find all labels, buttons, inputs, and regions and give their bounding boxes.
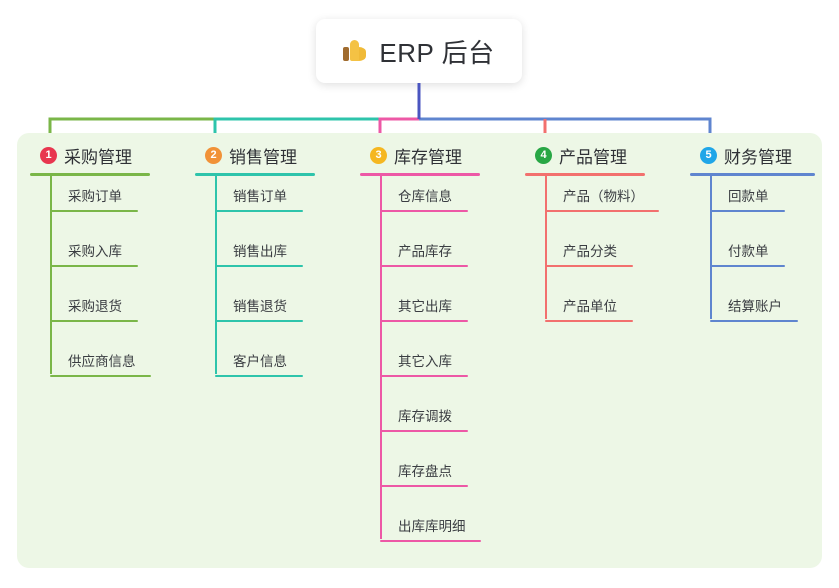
column-rule-1 xyxy=(30,173,150,176)
leaf-label: 付款单 xyxy=(728,244,769,259)
leaf-label: 销售订单 xyxy=(233,189,287,204)
leaf-item[interactable]: 采购退货 xyxy=(50,294,138,327)
leaf-label: 采购订单 xyxy=(68,189,122,204)
leaf-rule xyxy=(380,375,468,377)
leaf-rule xyxy=(380,210,468,212)
leaf-item[interactable]: 销售退货 xyxy=(215,294,303,327)
leaf-rule xyxy=(380,320,468,322)
leaf-rule xyxy=(215,265,303,267)
leaf-label: 出库库明细 xyxy=(398,519,466,534)
thumbs-up-icon xyxy=(343,38,369,64)
leaf-label: 其它出库 xyxy=(398,299,452,314)
leaf-rule xyxy=(545,210,659,212)
leaf-label: 结算账户 xyxy=(728,299,782,314)
column-spine-5 xyxy=(710,176,712,319)
leaf-item[interactable]: 供应商信息 xyxy=(50,349,151,382)
leaf-item[interactable]: 仓库信息 xyxy=(380,184,468,217)
leaf-item[interactable]: 库存盘点 xyxy=(380,459,468,492)
column-1: 1 采购管理采购订单采购入库采购退货供应商信息 xyxy=(30,143,190,377)
leaf-rule xyxy=(50,375,151,377)
column-title-5: 财务管理 xyxy=(724,147,792,167)
leaf-item[interactable]: 结算账户 xyxy=(710,294,798,327)
leaf-item[interactable]: 采购订单 xyxy=(50,184,138,217)
leaf-label: 产品单位 xyxy=(563,299,617,314)
column-title-2: 销售管理 xyxy=(229,147,297,167)
root-node-card[interactable]: ERP 后台 xyxy=(316,19,522,83)
leaf-label: 销售退货 xyxy=(233,299,287,314)
column-badge-4: 4 xyxy=(535,146,552,164)
leaf-item[interactable]: 客户信息 xyxy=(215,349,303,382)
leaf-item[interactable]: 其它入库 xyxy=(380,349,468,382)
column-badge-3: 3 xyxy=(370,146,387,164)
leaf-item[interactable]: 采购入库 xyxy=(50,239,138,272)
column-title-4: 产品管理 xyxy=(559,147,627,167)
leaf-label: 其它入库 xyxy=(398,354,452,369)
leaf-item[interactable]: 产品库存 xyxy=(380,239,468,272)
column-2: 2 销售管理销售订单销售出库销售退货客户信息 xyxy=(195,143,355,377)
leaf-label: 仓库信息 xyxy=(398,189,452,204)
leaf-label: 库存盘点 xyxy=(398,464,452,479)
leaf-rule xyxy=(545,320,633,322)
column-spine-4 xyxy=(545,176,547,319)
leaf-rule xyxy=(50,320,138,322)
leaf-rule xyxy=(545,265,633,267)
column-badge-5: 5 xyxy=(700,146,717,164)
leaf-label: 销售出库 xyxy=(233,244,287,259)
leaf-item[interactable]: 销售订单 xyxy=(215,184,303,217)
column-spine-3 xyxy=(380,176,382,539)
leaf-label: 库存调拨 xyxy=(398,409,452,424)
leaf-rule xyxy=(380,430,468,432)
column-spine-1 xyxy=(50,176,52,374)
leaf-label: 供应商信息 xyxy=(68,354,136,369)
leaf-label: 采购入库 xyxy=(68,244,122,259)
leaf-label: 产品库存 xyxy=(398,244,452,259)
root-node-title: ERP 后台 xyxy=(379,37,495,68)
leaf-rule xyxy=(380,540,481,542)
column-spine-2 xyxy=(215,176,217,374)
column-5: 5 财务管理回款单付款单结算账户 xyxy=(690,143,835,322)
leaf-item[interactable]: 回款单 xyxy=(710,184,785,217)
column-rule-3 xyxy=(360,173,480,176)
leaf-label: 产品分类 xyxy=(563,244,617,259)
column-rule-2 xyxy=(195,173,315,176)
column-header-1[interactable]: 1 采购管理 xyxy=(30,143,190,167)
leaf-item[interactable]: 库存调拨 xyxy=(380,404,468,437)
leaf-item[interactable]: 出库库明细 xyxy=(380,514,481,547)
leaf-rule xyxy=(50,265,138,267)
leaf-rule xyxy=(215,210,303,212)
leaf-rule xyxy=(50,210,138,212)
leaf-rule xyxy=(380,485,468,487)
leaf-label: 回款单 xyxy=(728,189,769,204)
column-rule-4 xyxy=(525,173,645,176)
column-3: 3 库存管理仓库信息产品库存其它出库其它入库库存调拨库存盘点出库库明细 xyxy=(360,143,520,542)
leaf-rule xyxy=(710,320,798,322)
column-header-3[interactable]: 3 库存管理 xyxy=(360,143,520,167)
leaf-rule xyxy=(380,265,468,267)
leaf-rule xyxy=(215,320,303,322)
column-rule-5 xyxy=(690,173,815,176)
leaf-rule xyxy=(710,210,785,212)
column-badge-1: 1 xyxy=(40,146,57,164)
column-title-1: 采购管理 xyxy=(64,147,132,167)
column-header-4[interactable]: 4 产品管理 xyxy=(525,143,685,167)
leaf-item[interactable]: 产品分类 xyxy=(545,239,633,272)
leaf-item[interactable]: 付款单 xyxy=(710,239,785,272)
leaf-rule xyxy=(710,265,785,267)
leaf-label: 客户信息 xyxy=(233,354,287,369)
leaf-rule xyxy=(215,375,303,377)
column-4: 4 产品管理产品（物料） 产品分类产品单位 xyxy=(525,143,685,322)
column-badge-2: 2 xyxy=(205,146,222,164)
leaf-item[interactable]: 产品（物料） xyxy=(545,184,659,217)
column-header-5[interactable]: 5 财务管理 xyxy=(690,143,835,167)
leaf-label: 采购退货 xyxy=(68,299,122,314)
leaf-item[interactable]: 销售出库 xyxy=(215,239,303,272)
column-header-2[interactable]: 2 销售管理 xyxy=(195,143,355,167)
diagram-panel xyxy=(17,133,822,568)
leaf-item[interactable]: 产品单位 xyxy=(545,294,633,327)
leaf-label: 产品（物料） xyxy=(563,189,644,204)
column-title-3: 库存管理 xyxy=(394,147,462,167)
leaf-item[interactable]: 其它出库 xyxy=(380,294,468,327)
